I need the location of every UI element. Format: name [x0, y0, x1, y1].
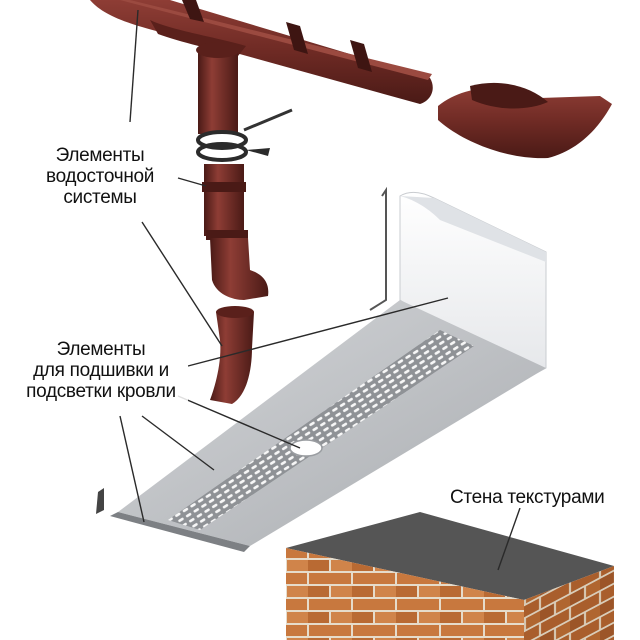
- brick-wall: [286, 512, 614, 640]
- gutter-trough: [90, 0, 433, 104]
- label-soffit-line-1: Элементы: [56, 339, 146, 360]
- label-soffit-elements: Элементы для подшивки и подсветки кровли: [14, 339, 188, 402]
- leader-lines: [119, 9, 521, 571]
- gutter-joint: [286, 22, 308, 54]
- wall-front: [286, 548, 524, 640]
- outlet-elbow-top: [216, 306, 254, 318]
- leader-line-soffit-vent: [141, 415, 215, 471]
- pipe-joint: [206, 230, 248, 240]
- label-gutter-line-3: системы: [63, 187, 137, 208]
- gutter-system: [90, 0, 612, 404]
- gutter-end-piece: [438, 87, 612, 159]
- leader-line-wall: [497, 507, 521, 571]
- outlet-elbow: [210, 307, 254, 404]
- leader-line-soffit-edge: [119, 415, 145, 523]
- downpipe-elbow: [210, 238, 269, 300]
- gutter-end-inner: [470, 82, 548, 109]
- gutter-joint: [182, 0, 204, 22]
- label-gutter-line-1: Элементы: [55, 145, 145, 166]
- label-gutter-line-2: водосточной: [46, 166, 155, 187]
- downpipe-upper: [198, 48, 238, 134]
- soffit-light: [289, 439, 323, 457]
- wall-side: [524, 566, 614, 640]
- downpipe-cap: [196, 42, 240, 58]
- wall-top: [286, 512, 614, 600]
- label-gutter-elements: Элементы водосточной системы: [44, 145, 156, 208]
- leader-line-gutter-elbow: [141, 221, 223, 347]
- leader-line-gutter-top: [129, 9, 139, 123]
- leader-line-soffit-fascia: [187, 297, 449, 367]
- gutter-rim: [120, 0, 432, 80]
- edge-bracket: [96, 488, 104, 514]
- soffit-edge: [110, 512, 250, 552]
- downpipe-mid: [204, 164, 244, 236]
- label-soffit-line-2: для подшивки и: [33, 360, 169, 381]
- soffit-system: [96, 186, 547, 552]
- label-wall-texture: Стена текстурами: [448, 487, 607, 508]
- drip-edge: [369, 186, 387, 311]
- leader-line-soffit-light: [177, 395, 301, 449]
- fascia-lip: [400, 196, 546, 262]
- label-soffit-line-3: подсветки кровли: [26, 381, 176, 402]
- pipe-clamp: [196, 108, 293, 162]
- pipe-joint: [202, 182, 246, 192]
- gutter-joint: [350, 40, 372, 72]
- leader-line-gutter-pipe: [177, 177, 207, 187]
- perforated-vent: [168, 330, 474, 530]
